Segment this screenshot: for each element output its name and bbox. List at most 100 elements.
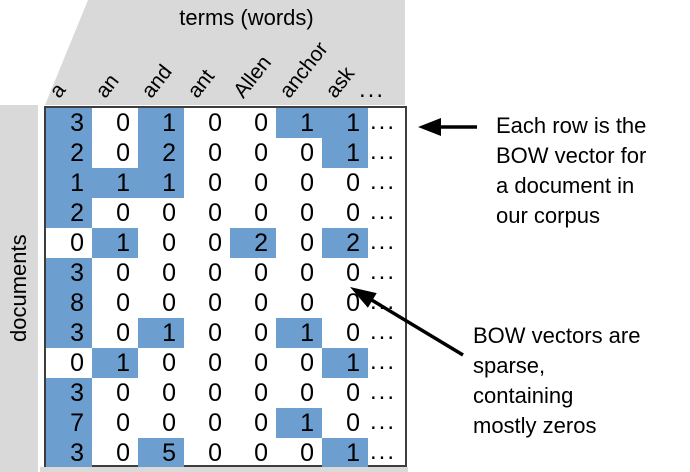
matrix-cell: 2 <box>46 198 92 228</box>
matrix-cell: 1 <box>92 168 138 198</box>
matrix-cell: 0 <box>254 438 268 467</box>
matrix-cell: 0 <box>116 198 130 227</box>
matrix-cell: 0 <box>116 108 130 137</box>
documents-label: documents <box>6 234 31 343</box>
matrix-cell: 0 <box>208 348 222 377</box>
matrix-cell: 1 <box>276 108 322 138</box>
matrix-cell: 0 <box>208 378 222 407</box>
matrix-cell: 3 <box>46 108 92 138</box>
matrix-cell: 0 <box>254 318 268 347</box>
matrix-cell: 0 <box>162 258 176 287</box>
matrix-cell: 0 <box>300 138 314 167</box>
matrix-cell: 1 <box>322 138 368 168</box>
matrix-cell: 3 <box>46 258 92 288</box>
row-ellipsis: ... <box>370 318 397 345</box>
columns-ellipsis: ... <box>359 76 386 103</box>
terms-header-band <box>45 0 405 105</box>
matrix-cell: 0 <box>254 108 268 137</box>
matrix-cell: 1 <box>322 348 368 378</box>
matrix-cell: 1 <box>92 348 138 378</box>
row-ellipsis: ... <box>370 258 397 285</box>
matrix-cell: 0 <box>116 258 130 287</box>
row-ellipsis: ... <box>370 138 397 165</box>
matrix-cell: 2 <box>138 138 184 168</box>
matrix-cell: 0 <box>346 168 360 197</box>
matrix-cell: 8 <box>46 288 92 318</box>
row-ellipsis: ... <box>370 108 397 135</box>
matrix-cell: 3 <box>46 318 92 348</box>
row-ellipsis: ... <box>370 288 397 315</box>
matrix-cell: 0 <box>116 288 130 317</box>
matrix-cell: 0 <box>116 318 130 347</box>
row-ellipsis: ... <box>370 408 397 435</box>
matrix-cell: 0 <box>208 228 222 257</box>
matrix-cell: 0 <box>254 408 268 437</box>
matrix-cell: 0 <box>162 288 176 317</box>
matrix-cell: 3 <box>46 378 92 408</box>
matrix-cell: 0 <box>254 258 268 287</box>
matrix-cell: 1 <box>322 438 368 468</box>
row-ellipsis: ... <box>370 198 397 225</box>
matrix-cell: 0 <box>208 168 222 197</box>
matrix-cell: 0 <box>346 258 360 287</box>
matrix-cell: 0 <box>116 408 130 437</box>
matrix-cell: 2 <box>322 228 368 258</box>
matrix-cell: 1 <box>322 108 368 138</box>
matrix-cell: 0 <box>300 438 314 467</box>
matrix-cell: 0 <box>300 378 314 407</box>
bottom-strip <box>40 467 408 472</box>
matrix-cell: 0 <box>346 198 360 227</box>
row-ellipsis: ... <box>370 438 397 465</box>
matrix-cell: 0 <box>116 378 130 407</box>
matrix-cell: 0 <box>208 198 222 227</box>
matrix-cell: 2 <box>230 228 276 258</box>
matrix-cell: 0 <box>162 228 176 257</box>
matrix-cell: 0 <box>208 288 222 317</box>
terms-title: terms (words) <box>179 5 314 30</box>
matrix-cell: 0 <box>162 198 176 227</box>
row-note-arrow <box>418 118 477 136</box>
sparse-note: BOW vectors are sparse, containing mostl… <box>473 323 641 438</box>
matrix-cell: 0 <box>208 438 222 467</box>
matrix-cell: 1 <box>92 228 138 258</box>
matrix-cell: 0 <box>116 138 130 167</box>
row-ellipsis: ... <box>370 168 397 195</box>
matrix-cell: 0 <box>162 408 176 437</box>
matrix-cell: 1 <box>276 408 322 438</box>
matrix-cell: 0 <box>346 378 360 407</box>
matrix-cell: 3 <box>46 438 92 468</box>
matrix-cell: 0 <box>254 378 268 407</box>
matrix-cell: 0 <box>346 288 360 317</box>
row-note: Each row is the BOW vector for a documen… <box>496 113 647 228</box>
matrix-cell: 0 <box>346 318 360 347</box>
matrix-cell: 0 <box>208 408 222 437</box>
matrix-cell: 0 <box>70 228 84 257</box>
matrix-cell: 2 <box>46 138 92 168</box>
matrix-cell: 0 <box>300 198 314 227</box>
matrix-cell: 1 <box>138 108 184 138</box>
matrix-cell: 0 <box>254 288 268 317</box>
matrix-cell: 0 <box>300 288 314 317</box>
documents-band <box>0 105 38 472</box>
matrix-cell: 0 <box>208 318 222 347</box>
row-ellipsis: ... <box>370 228 397 255</box>
matrix-cell: 0 <box>346 408 360 437</box>
matrix-cell: 0 <box>254 138 268 167</box>
matrix-cell: 0 <box>208 108 222 137</box>
matrix-cell: 0 <box>254 198 268 227</box>
matrix-cell: 0 <box>254 168 268 197</box>
row-ellipsis: ... <box>370 378 397 405</box>
